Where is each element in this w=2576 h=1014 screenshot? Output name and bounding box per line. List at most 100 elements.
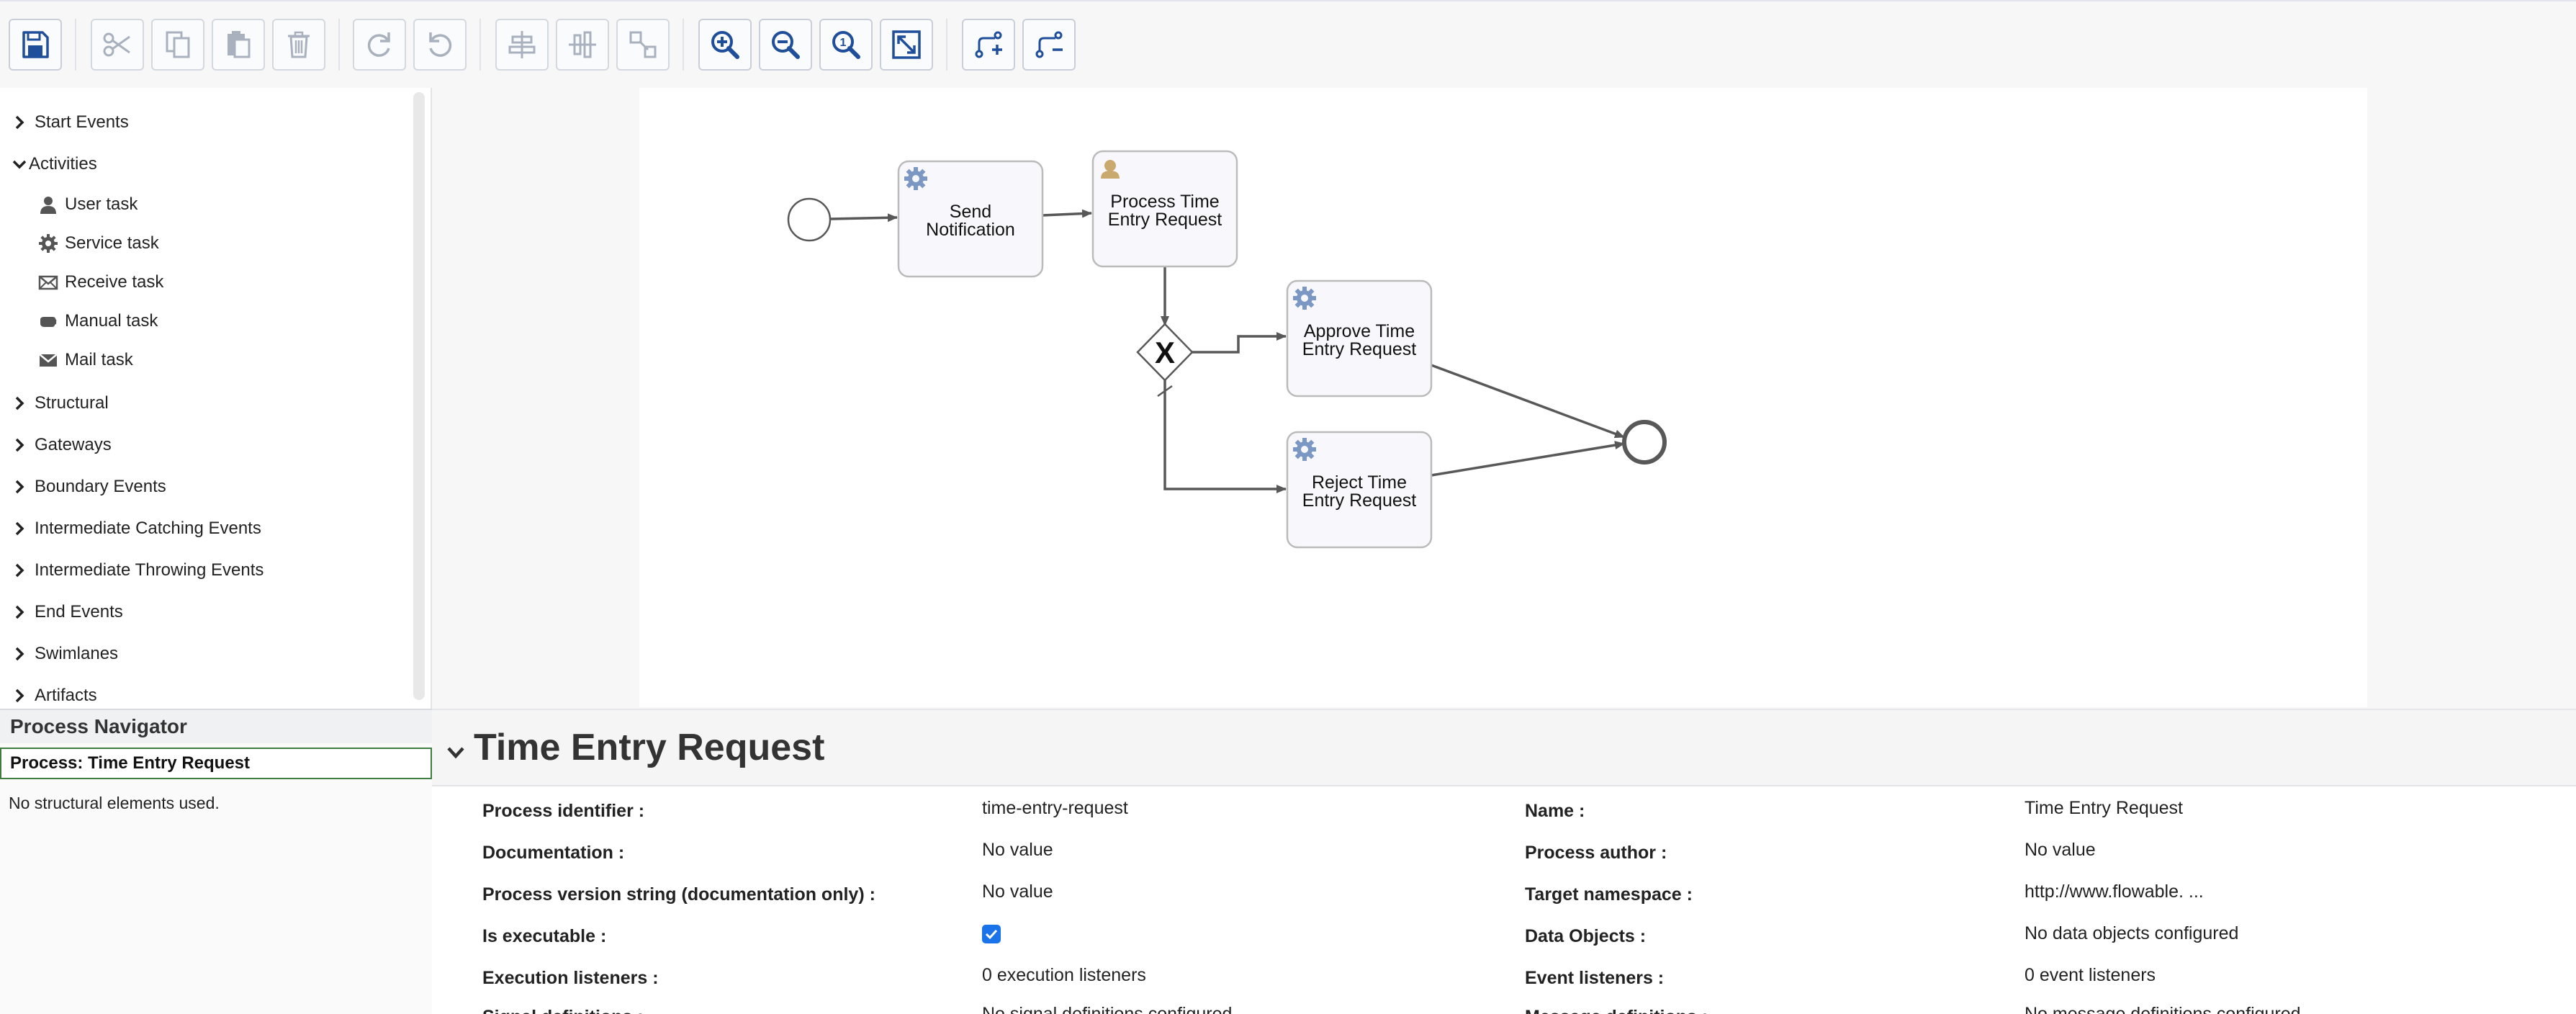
prop-value-event-listeners[interactable]: 0 event listeners <box>2025 965 2156 985</box>
prop-label-signal-definitions: Signal definitions : <box>482 1007 644 1014</box>
flow-approve-end[interactable] <box>1431 364 1625 439</box>
palette-item-manual-task[interactable]: Manual task <box>36 307 158 336</box>
prop-value-documentation[interactable]: No value <box>982 840 1053 860</box>
prop-value-data-objects[interactable]: No data objects configured <box>2025 923 2239 943</box>
redo-button[interactable] <box>353 19 406 71</box>
palette-group-label: Start Events <box>35 112 129 132</box>
same-size-button[interactable] <box>616 19 670 71</box>
align-vertical-button[interactable] <box>495 19 549 71</box>
palette-group-intermediate-catching-events[interactable]: Intermediate Catching Events <box>0 514 261 543</box>
is-executable-checkbox[interactable] <box>982 925 1001 943</box>
chevron-right-icon <box>12 688 27 704</box>
palette-group-start-events[interactable]: Start Events <box>0 108 129 137</box>
paste-button[interactable] <box>212 19 265 71</box>
prop-value-process-identifier[interactable]: time-entry-request <box>982 798 1128 818</box>
palette-group-structural[interactable]: Structural <box>0 389 109 418</box>
save-button[interactable] <box>9 19 62 71</box>
prop-label-target-namespace: Target namespace : <box>1525 884 1693 905</box>
chevron-right-icon <box>12 646 27 662</box>
cut-button[interactable] <box>91 19 144 71</box>
chevron-right-icon <box>12 521 27 537</box>
save-icon <box>22 31 49 58</box>
palette-group-boundary-events[interactable]: Boundary Events <box>0 472 166 501</box>
zoom-fit-button[interactable] <box>880 19 933 71</box>
palette-scrollbar[interactable] <box>413 92 425 700</box>
hand-icon <box>36 309 60 333</box>
prop-value-message-definitions[interactable]: No message definitions configured <box>2025 1004 2301 1014</box>
svg-text:1: 1 <box>840 37 847 49</box>
zoom-actual-button[interactable]: 1 <box>819 19 873 71</box>
palette-group-label: Swimlanes <box>35 644 119 663</box>
prop-value-target-namespace[interactable]: http://www.flowable. ... <box>2025 881 2204 902</box>
palette-item-receive-task[interactable]: Receive task <box>36 268 163 297</box>
delete-button[interactable] <box>272 19 325 71</box>
palette-item-label: Mail task <box>65 350 133 369</box>
prop-value-execution-listeners[interactable]: 0 execution listeners <box>982 965 1146 985</box>
chevron-right-icon <box>12 115 27 130</box>
palette-item-mail-task[interactable]: Mail task <box>36 346 133 374</box>
zoom-in-button[interactable] <box>698 19 752 71</box>
exclusive-gateway[interactable]: X <box>1136 323 1194 382</box>
flow-gateway-approve[interactable] <box>1192 332 1287 354</box>
prop-value-process-version[interactable]: No value <box>982 881 1053 902</box>
prop-value-signal-definitions[interactable]: No signal definitions configured <box>982 1004 1233 1014</box>
chevron-down-icon <box>447 747 464 759</box>
flow-start-send[interactable] <box>830 213 898 223</box>
palette-item-service-task[interactable]: Service task <box>36 229 159 258</box>
flow-gateway-reject[interactable] <box>1163 380 1287 493</box>
palette-item-label: User task <box>65 194 138 214</box>
add-bendpoint-button[interactable] <box>962 19 1015 71</box>
gateway-symbol: X <box>1155 336 1175 369</box>
palette-group-artifacts[interactable]: Artifacts <box>0 681 97 709</box>
palette-item-user-task[interactable]: User task <box>36 190 138 219</box>
properties-header[interactable]: Time Entry Request <box>432 710 2576 786</box>
end-event[interactable] <box>1622 420 1667 465</box>
zoom-out-icon <box>772 31 800 59</box>
remove-bendpoint-button[interactable] <box>1022 19 1076 71</box>
task-label-line: Entry Request <box>1302 490 1416 511</box>
start-event[interactable] <box>787 197 832 242</box>
prop-label-is-executable: Is executable : <box>482 926 607 946</box>
undo-button[interactable] <box>413 19 467 71</box>
copy-button[interactable] <box>151 19 204 71</box>
zoom-out-button[interactable] <box>759 19 812 71</box>
flow-reject-end[interactable] <box>1431 441 1625 477</box>
scissors-icon <box>103 32 130 57</box>
prop-label-process-version: Process version string (documentation on… <box>482 884 875 905</box>
task-label-line: Send <box>950 202 991 222</box>
add-bendpoint-icon <box>975 31 1002 58</box>
task-label-line: Entry Request <box>1302 339 1416 359</box>
palette-group-intermediate-throwing-events[interactable]: Intermediate Throwing Events <box>0 556 264 585</box>
task-label-line: Entry Request <box>1108 210 1222 230</box>
copy-icon <box>166 31 190 58</box>
navigator-process-item[interactable]: Process: Time Entry Request <box>0 748 432 779</box>
palette-item-label: Service task <box>65 233 159 253</box>
palette-group-swimlanes[interactable]: Swimlanes <box>0 640 118 668</box>
palette-group-end-events[interactable]: End Events <box>0 598 123 627</box>
align-horizontal-button[interactable] <box>556 19 609 71</box>
task-label-line: Reject Time <box>1312 472 1407 493</box>
prop-label-event-listeners: Event listeners : <box>1525 968 1665 988</box>
properties-body: Process identifier : time-entry-request … <box>432 786 2576 1014</box>
prop-value-process-author[interactable]: No value <box>2025 840 2096 860</box>
undo-icon <box>429 32 452 57</box>
prop-label-process-identifier: Process identifier : <box>482 801 645 821</box>
palette-group-gateways[interactable]: Gateways <box>0 431 112 459</box>
palette-group-activities[interactable]: Activities <box>0 150 97 179</box>
chevron-right-icon <box>12 479 27 495</box>
palette-group-label: Artifacts <box>35 686 97 705</box>
chevron-down-icon <box>12 156 27 172</box>
remove-bendpoint-icon <box>1035 31 1063 58</box>
task-label-line: Process Time <box>1110 192 1219 212</box>
chevron-right-icon <box>12 604 27 620</box>
flow-send-process[interactable] <box>1042 209 1092 218</box>
prop-value-name[interactable]: Time Entry Request <box>2025 798 2183 818</box>
envelope-outline-icon <box>36 270 60 295</box>
